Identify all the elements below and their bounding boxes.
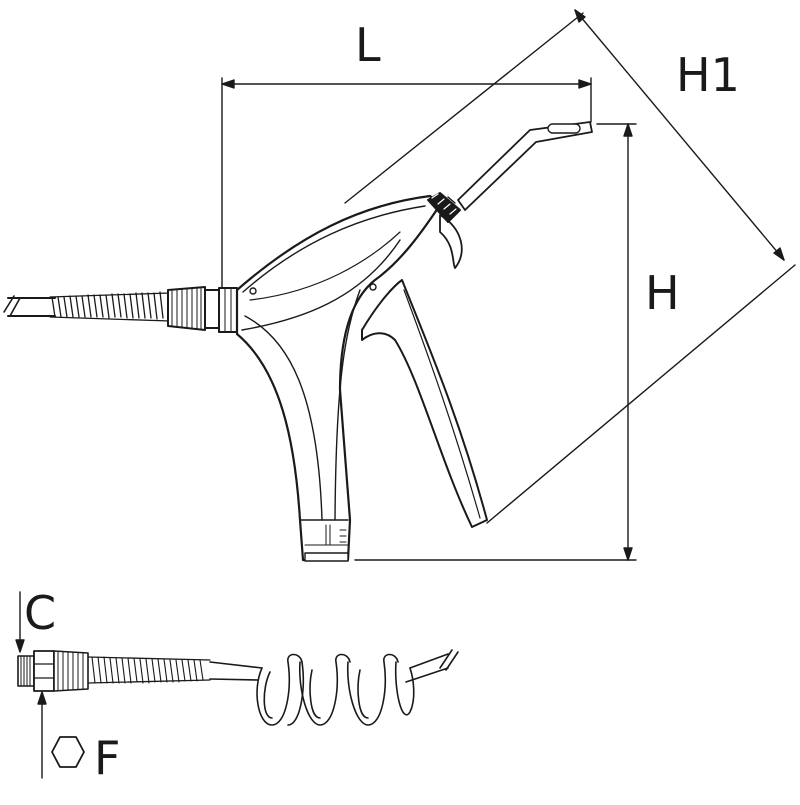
dimension-F xyxy=(37,691,47,779)
spring-guard xyxy=(49,291,171,322)
hose-fitting xyxy=(167,286,238,333)
nozzle xyxy=(447,121,593,211)
dimension-L xyxy=(221,77,592,291)
air-gun xyxy=(3,121,593,562)
dimension-H xyxy=(354,123,637,561)
dimension-label-H: H xyxy=(645,266,680,320)
coiled-hose-assembly xyxy=(15,591,459,779)
nozzle-collar xyxy=(427,192,461,223)
dimension-label-F: F xyxy=(94,731,121,785)
dimension-label-C: C xyxy=(24,586,57,640)
hexagon-icon xyxy=(51,736,85,768)
dimension-label-H1: H1 xyxy=(676,48,740,102)
gun-body xyxy=(235,194,442,562)
dimension-label-L: L xyxy=(355,18,381,72)
dimension-H1 xyxy=(344,9,796,524)
hose-coils xyxy=(256,653,449,726)
trigger xyxy=(361,279,488,528)
dimension-C xyxy=(15,591,25,653)
